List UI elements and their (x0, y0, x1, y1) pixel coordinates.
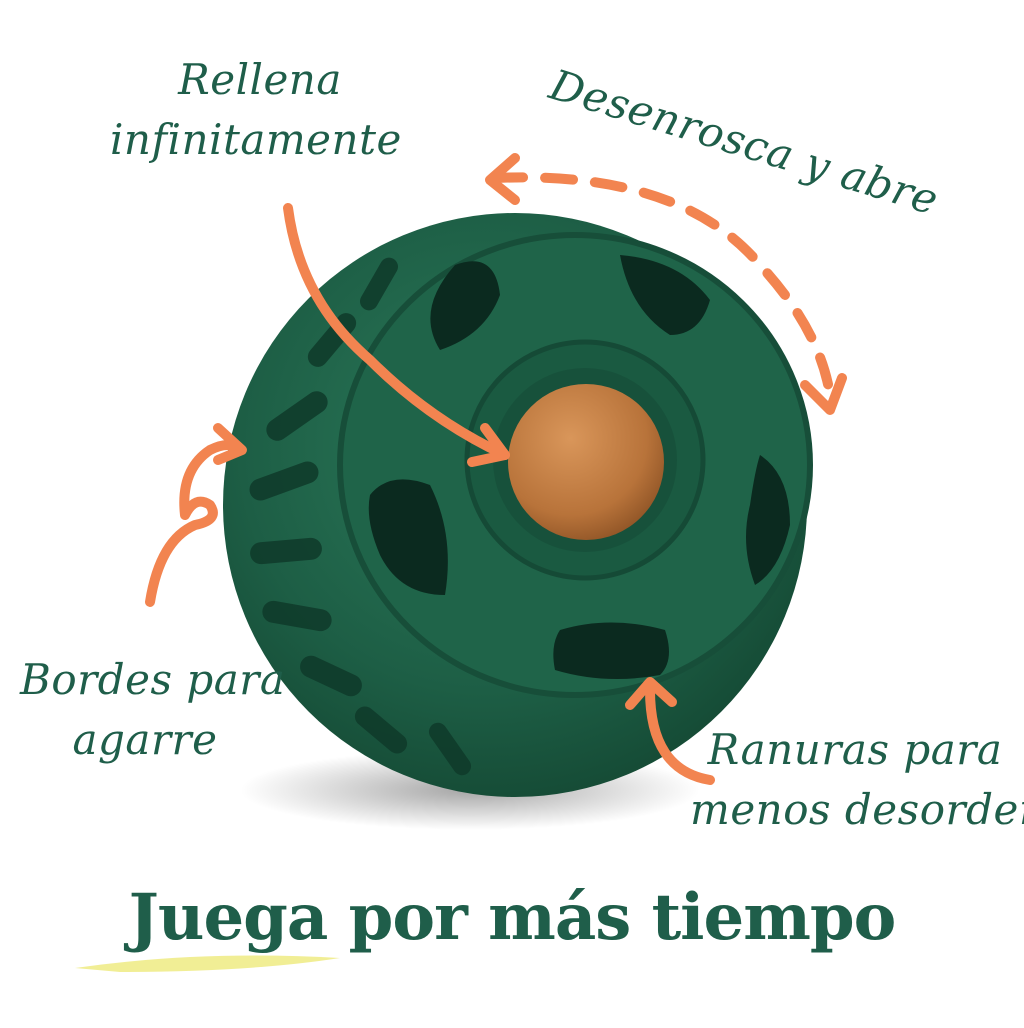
cap-holes (368, 255, 790, 679)
callout-ranuras-line1: Ranuras para (707, 725, 1003, 774)
grip-ridges (249, 257, 472, 776)
headline-highlight (75, 955, 340, 972)
callout-ranuras: Ranuras para menos desorden (690, 720, 1024, 840)
callout-bordes-line1: Bordes para (20, 655, 286, 704)
arrow-bordes (145, 440, 245, 607)
headline: Juega por más tiempo (128, 880, 897, 955)
arrow-rellena (283, 203, 510, 460)
arrow-desenrosca (490, 172, 835, 400)
callout-bordes-line2: agarre (72, 715, 218, 764)
callout-ranuras-line2: menos desorden (690, 785, 1024, 834)
callout-bordes: Bordes para agarre (20, 650, 286, 770)
arrow-ranuras (645, 685, 715, 785)
callout-rellena-line2: infinitamente (110, 115, 402, 164)
treat (508, 384, 664, 540)
callout-rellena: Rellena infinitamente (110, 50, 402, 170)
callout-rellena-line1: Rellena (178, 55, 342, 104)
ball-toy (223, 213, 813, 797)
annotation-arrows (145, 153, 847, 785)
